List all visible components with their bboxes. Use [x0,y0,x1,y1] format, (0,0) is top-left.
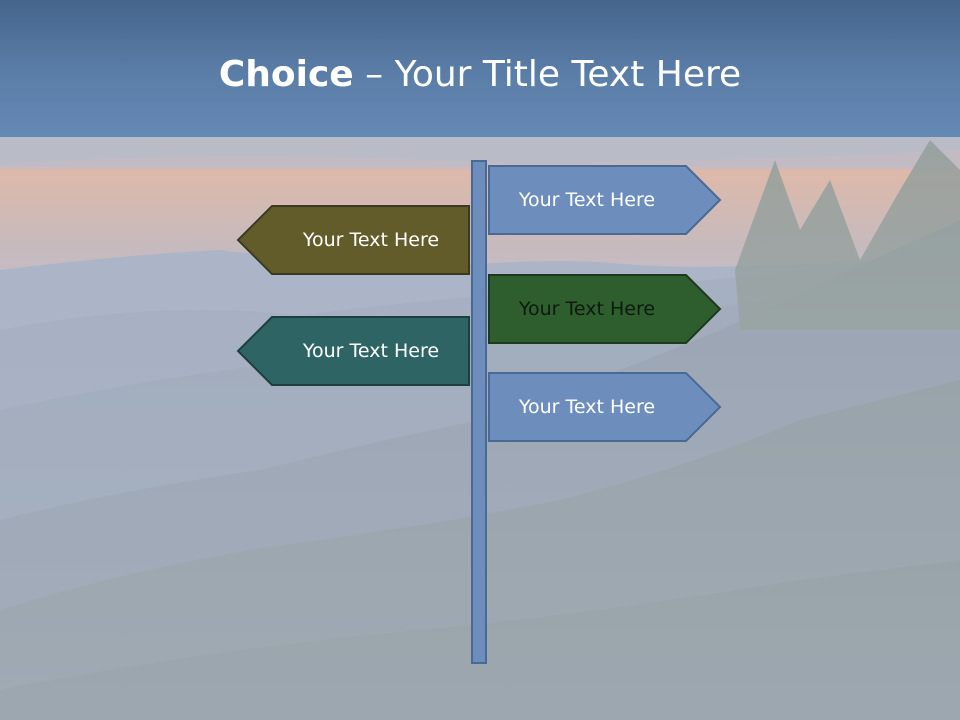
arrow-right-shape [488,372,722,442]
slide-title-text: – Your Title Text Here [353,54,742,95]
sign-right-top-label: Your Text Here [518,189,656,211]
sign-left-bottom[interactable]: Your Text Here [236,316,470,386]
arrow-left-shape [236,205,470,275]
sign-left-top[interactable]: Your Text Here [236,205,470,275]
sign-right-middle-label: Your Text Here [518,298,656,320]
sign-right-bottom-label: Your Text Here [518,396,656,418]
sign-right-bottom[interactable]: Your Text Here [488,372,722,442]
slide-title: Choice – Your Title Text Here [0,52,960,98]
arrow-left-shape [236,316,470,386]
sign-right-middle[interactable]: Your Text Here [488,274,722,344]
sign-left-bottom-label: Your Text Here [302,340,440,362]
signpost-pole [471,160,487,664]
sign-right-top[interactable]: Your Text Here [488,165,722,235]
sign-left-top-label: Your Text Here [302,229,440,251]
title-bar: Choice – Your Title Text Here [0,0,960,137]
slide-title-bold: Choice [218,54,354,95]
arrow-right-shape [488,165,722,235]
arrow-right-shape [488,274,722,344]
